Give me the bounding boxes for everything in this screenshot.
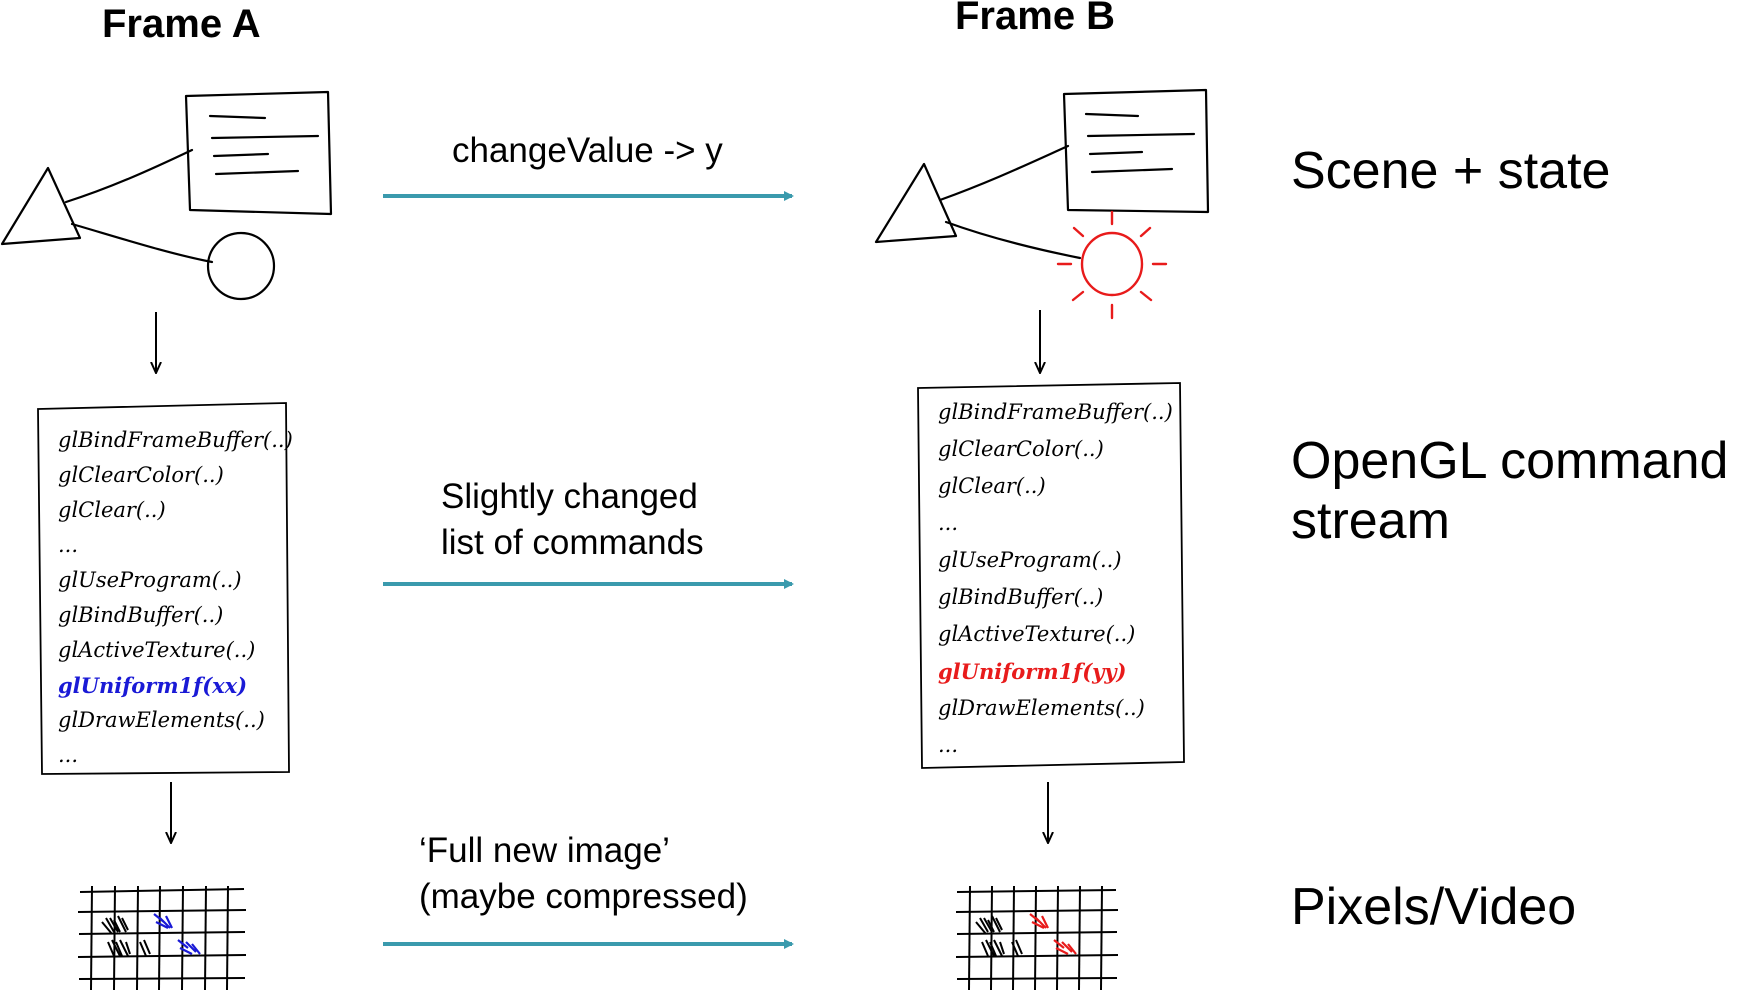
frame-b-edge-to-document bbox=[938, 144, 1070, 202]
pixels-row-label-line: Pixels/Video bbox=[1291, 878, 1577, 936]
command-line: glUseProgram(..) bbox=[938, 548, 1122, 572]
pixels-transition-label: ‘Full new image’ (maybe compressed) bbox=[419, 828, 748, 919]
frame-b-triangle-node bbox=[874, 162, 958, 244]
frame-b-document-node bbox=[1062, 88, 1210, 214]
command-line-highlighted: glUniform1f(yy) bbox=[938, 659, 1127, 684]
pixels-transition-label-line: (maybe compressed) bbox=[419, 876, 748, 916]
scene-row-label-line: Scene + state bbox=[1291, 142, 1611, 200]
command-line: glActiveTexture(..) bbox=[58, 638, 256, 662]
frame-a-title: Frame A bbox=[102, 2, 261, 46]
transition-arrows bbox=[383, 191, 794, 949]
commands-row-label-line: OpenGL command bbox=[1291, 432, 1729, 490]
frame-b-edge-to-sun bbox=[944, 220, 1082, 260]
scene-transition-label: changeValue -> y bbox=[452, 128, 723, 174]
frame-a-document-node bbox=[184, 90, 333, 216]
commands-row-label-line: stream bbox=[1291, 491, 1450, 550]
scene-transition-label-line: changeValue -> y bbox=[452, 131, 723, 170]
command-line: glDrawElements(..) bbox=[938, 696, 1145, 720]
command-line: glClearColor(..) bbox=[58, 463, 224, 487]
commands-transition-label: Slightly changed list of commands bbox=[441, 474, 704, 565]
frame-a-edge-to-circle bbox=[70, 222, 214, 264]
command-line: glUseProgram(..) bbox=[58, 568, 242, 592]
frame-a-edge-to-document bbox=[64, 148, 194, 204]
pixels-row-label: Pixels/Video bbox=[1291, 878, 1576, 938]
frame-b-pixel-grid bbox=[955, 885, 1119, 990]
command-line: glClear(..) bbox=[58, 498, 166, 522]
frame-b-title: Frame B bbox=[955, 0, 1116, 38]
command-line: ... bbox=[58, 533, 79, 557]
frame-a-triangle-node bbox=[0, 166, 82, 246]
commands-row-label: OpenGL command stream bbox=[1291, 432, 1728, 552]
command-line: glDrawElements(..) bbox=[58, 708, 265, 732]
command-line: glClear(..) bbox=[938, 474, 1046, 498]
command-line: glBindFrameBuffer(..) bbox=[938, 400, 1173, 424]
command-line: glClearColor(..) bbox=[938, 437, 1104, 461]
frame-a-command-document bbox=[37, 402, 290, 775]
pixels-transition-label-line: ‘Full new image’ bbox=[419, 831, 670, 870]
command-line: glActiveTexture(..) bbox=[938, 622, 1136, 646]
frame-b-command-document bbox=[917, 382, 1185, 769]
command-line-highlighted: glUniform1f(xx) bbox=[58, 673, 248, 698]
frame-a-scene-graph bbox=[0, 90, 333, 301]
frame-b-sun-node bbox=[1056, 210, 1168, 320]
commands-transition-label-line: list of commands bbox=[441, 522, 704, 562]
frame-b-scene-graph bbox=[874, 88, 1210, 260]
command-line: ... bbox=[938, 511, 959, 535]
command-line: ... bbox=[938, 733, 959, 757]
frame-a-down-arrows bbox=[156, 312, 171, 842]
command-line: glBindFrameBuffer(..) bbox=[58, 428, 293, 452]
command-line: ... bbox=[58, 743, 79, 767]
command-line: glBindBuffer(..) bbox=[58, 603, 224, 627]
commands-transition-label-line: Slightly changed bbox=[441, 477, 698, 516]
scene-row-label: Scene + state bbox=[1291, 142, 1610, 202]
frame-a-circle-node bbox=[206, 231, 276, 301]
command-line: glBindBuffer(..) bbox=[938, 585, 1104, 609]
frame-a-pixel-grid bbox=[77, 885, 247, 990]
frame-b-down-arrows bbox=[1040, 310, 1048, 842]
